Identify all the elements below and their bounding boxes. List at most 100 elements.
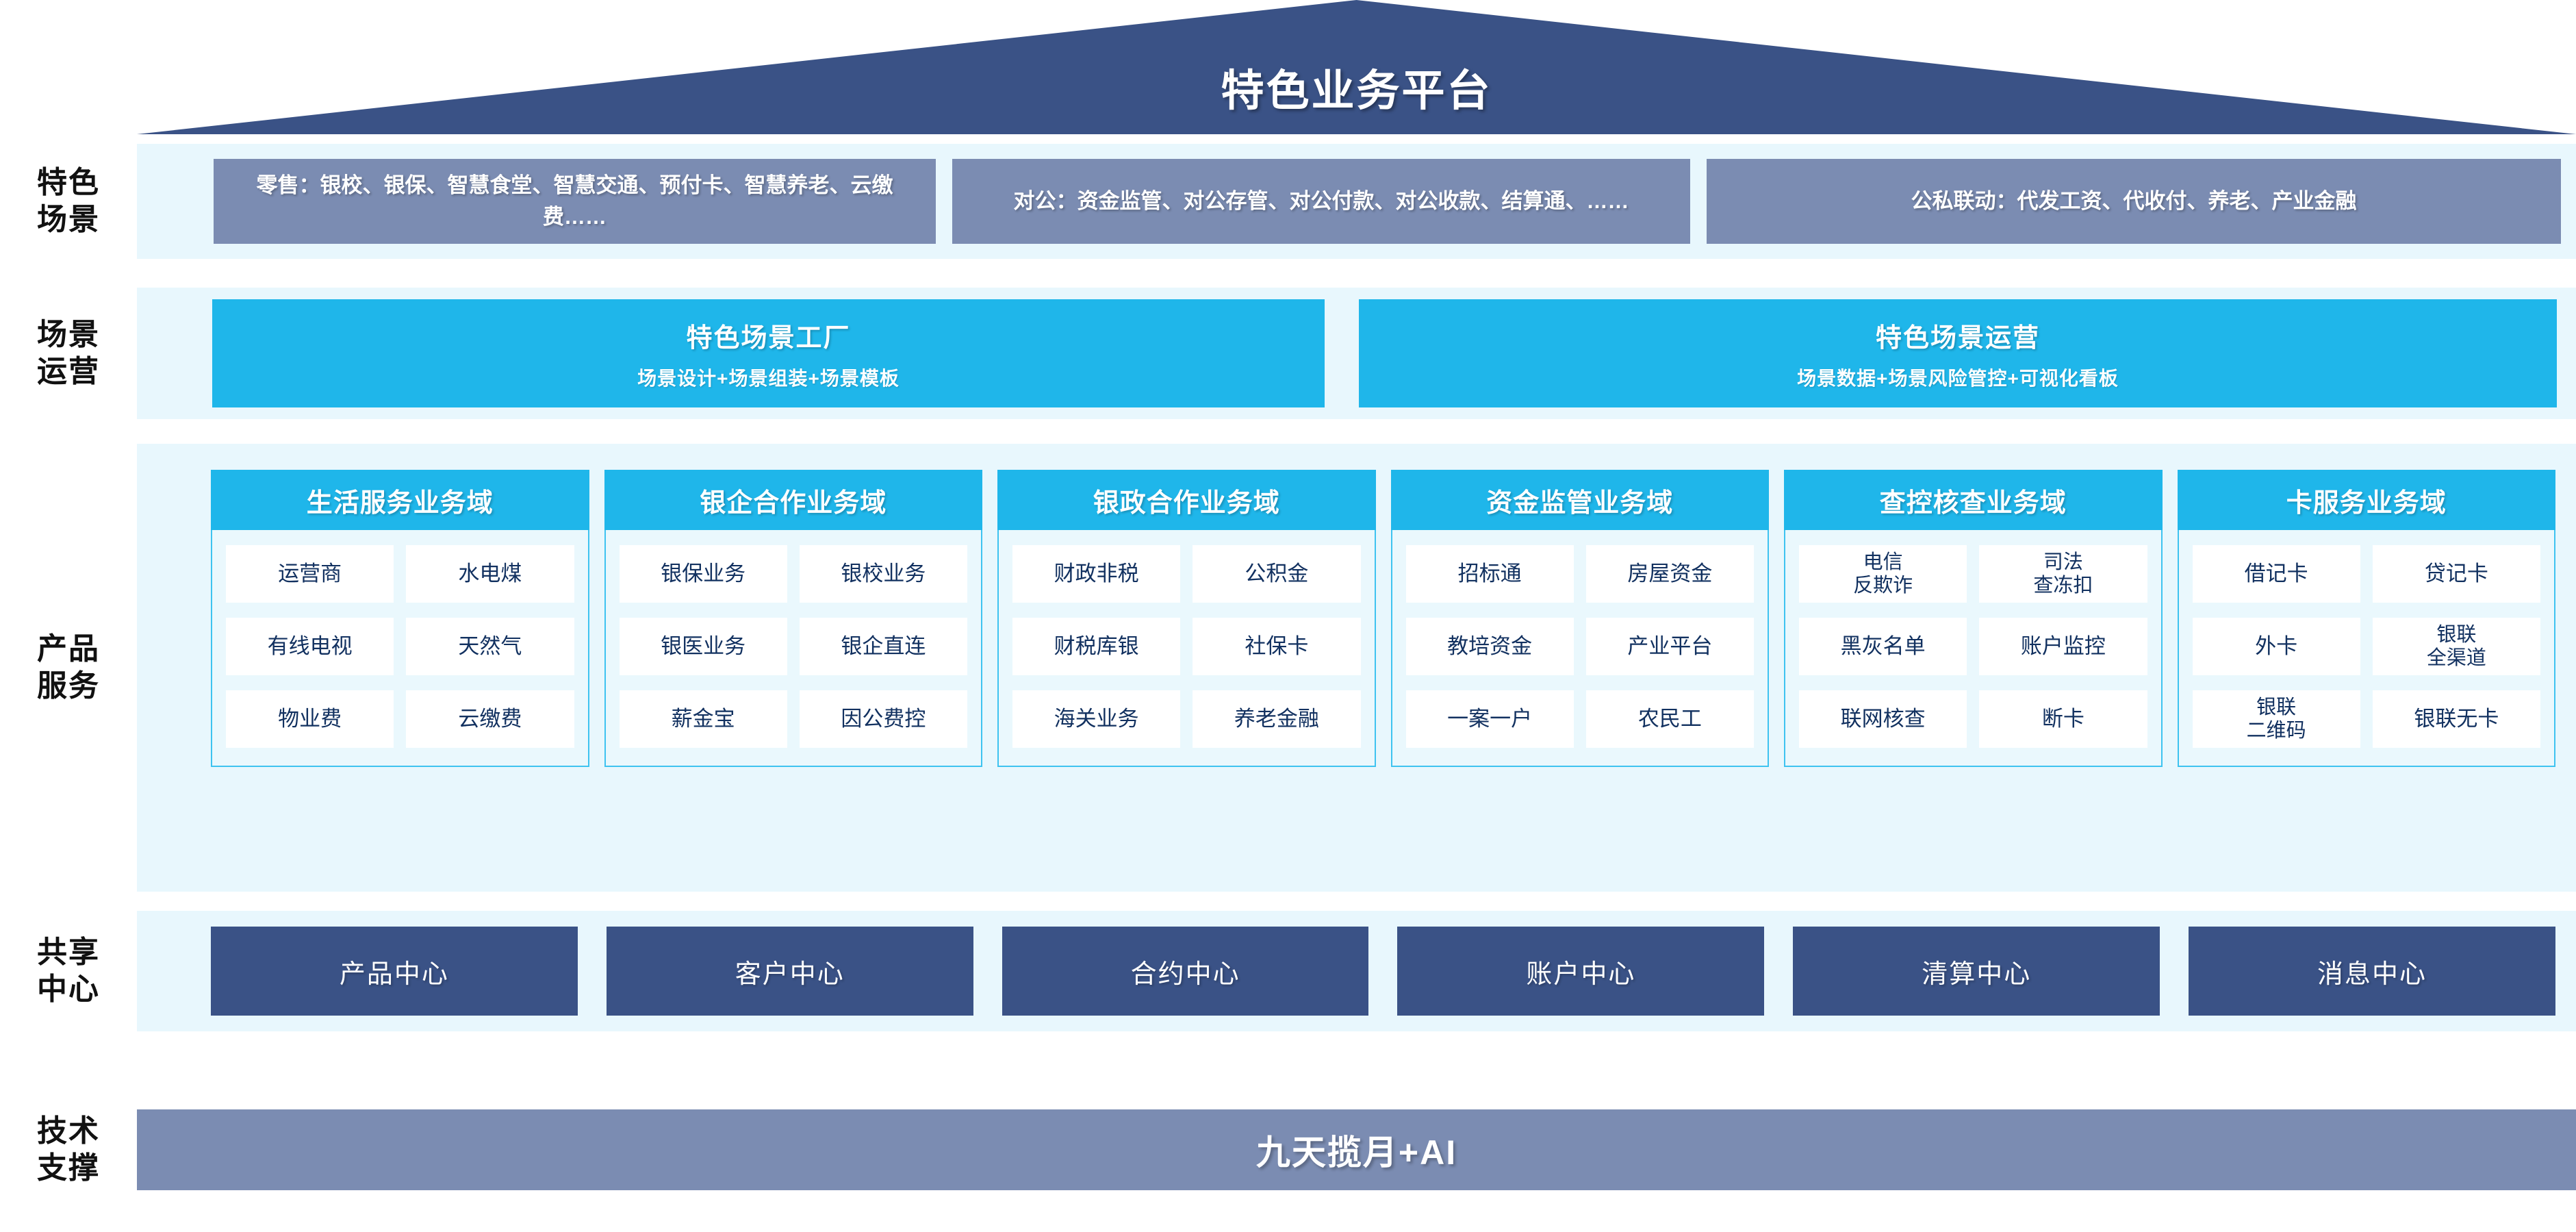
scene-box-retail[interactable]: 零售：银校、银保、智慧食堂、智慧交通、预付卡、智慧养老、云缴费……	[214, 159, 936, 244]
scene-box-public-private-linkage[interactable]: 公私联动：代发工资、代收付、养老、产业金融	[1707, 159, 2561, 244]
product-cell[interactable]: 账户监控	[1979, 618, 2147, 675]
product-cell-row: 教培资金产业平台	[1405, 618, 1754, 675]
ops-box-scene-factory-subtitle: 场景设计+场景组装+场景模板	[637, 367, 900, 389]
product-domain-body: 银保业务银校业务银医业务银企直连薪金宝因公费控	[604, 530, 982, 767]
product-cell[interactable]: 司法查冻扣	[1979, 545, 2147, 603]
shared-center-box[interactable]: 清算中心	[1793, 927, 2160, 1016]
product-cell[interactable]: 水电煤	[406, 545, 574, 603]
product-cell[interactable]: 财税库银	[1012, 618, 1181, 675]
product-cell[interactable]: 银联全渠道	[2372, 618, 2540, 675]
product-cell[interactable]: 物业费	[226, 690, 394, 748]
product-domain-title[interactable]: 查控核查业务域	[1784, 470, 2163, 530]
row-label-tech-line2: 支撑	[37, 1151, 100, 1185]
product-cell-row: 银联二维码银联无卡	[2192, 690, 2540, 748]
product-domain-title[interactable]: 资金监管业务域	[1390, 470, 1769, 530]
product-cell[interactable]: 银联无卡	[2372, 690, 2540, 748]
product-cell-row: 运营商水电煤	[226, 545, 574, 603]
product-cell[interactable]: 公积金	[1193, 545, 1361, 603]
product-cell[interactable]: 银校业务	[799, 545, 967, 603]
product-cell[interactable]: 银联二维码	[2192, 690, 2360, 748]
row-label-scene-line1: 特色	[37, 166, 100, 200]
product-cell[interactable]: 云缴费	[406, 690, 574, 748]
product-cell[interactable]: 运营商	[226, 545, 394, 603]
product-cell-row: 物业费云缴费	[226, 690, 574, 748]
shared-center-box[interactable]: 合约中心	[1002, 927, 1369, 1016]
product-domain-title[interactable]: 银企合作业务域	[604, 470, 982, 530]
product-domain-body: 借记卡贷记卡外卡银联全渠道银联二维码银联无卡	[2177, 530, 2555, 767]
product-cell[interactable]: 天然气	[406, 618, 574, 675]
row-label-operation-line1: 场景	[37, 318, 100, 352]
ops-box-scene-operation[interactable]: 特色场景运营 场景数据+场景风险管控+可视化看板	[1359, 299, 2557, 407]
scene-row-band: 零售：银校、银保、智慧食堂、智慧交通、预付卡、智慧养老、云缴费…… 对公：资金监…	[137, 144, 2576, 259]
product-domain-body: 招标通房屋资金教培资金产业平台一案一户农民工	[1390, 530, 1769, 767]
product-cell[interactable]: 财政非税	[1012, 545, 1181, 603]
product-cell[interactable]: 有线电视	[226, 618, 394, 675]
product-domain: 资金监管业务域招标通房屋资金教培资金产业平台一案一户农民工	[1390, 470, 1769, 767]
product-cell[interactable]: 产业平台	[1585, 618, 1754, 675]
product-cell[interactable]: 养老金融	[1193, 690, 1361, 748]
product-domain-body: 财政非税公积金财税库银社保卡海关业务养老金融	[997, 530, 1376, 767]
product-cell-row: 薪金宝因公费控	[619, 690, 967, 748]
product-domain: 生活服务业务域运营商水电煤有线电视天然气物业费云缴费	[211, 470, 589, 767]
product-cell-row: 有线电视天然气	[226, 618, 574, 675]
product-row-band: 生活服务业务域运营商水电煤有线电视天然气物业费云缴费银企合作业务域银保业务银校业…	[137, 444, 2576, 892]
product-cell-row: 黑灰名单账户监控	[1799, 618, 2147, 675]
scene-box-corporate[interactable]: 对公：资金监管、对公存管、对公付款、对公收款、结算通、……	[952, 159, 1690, 244]
product-cell[interactable]: 贷记卡	[2372, 545, 2540, 603]
shared-center-box[interactable]: 账户中心	[1397, 927, 1765, 1016]
row-label-product: 产品 服务	[0, 444, 137, 892]
product-cell[interactable]: 联网核查	[1799, 690, 1967, 748]
shared-center-box[interactable]: 产品中心	[211, 927, 578, 1016]
product-domain-title[interactable]: 生活服务业务域	[211, 470, 589, 530]
product-cell[interactable]: 借记卡	[2192, 545, 2360, 603]
product-cell[interactable]: 银保业务	[619, 545, 787, 603]
product-cell-row: 海关业务养老金融	[1012, 690, 1361, 748]
product-cell[interactable]: 因公费控	[799, 690, 967, 748]
product-cell[interactable]: 社保卡	[1193, 618, 1361, 675]
product-cell-row: 外卡银联全渠道	[2192, 618, 2540, 675]
product-cell[interactable]: 黑灰名单	[1799, 618, 1967, 675]
product-cell[interactable]: 银医业务	[619, 618, 787, 675]
ops-box-scene-factory[interactable]: 特色场景工厂 场景设计+场景组装+场景模板	[212, 299, 1325, 407]
product-domain: 银政合作业务域财政非税公积金财税库银社保卡海关业务养老金融	[997, 470, 1376, 767]
row-label-operation-line2: 运营	[37, 355, 100, 388]
product-cell[interactable]: 薪金宝	[619, 690, 787, 748]
product-cell-row: 财政非税公积金	[1012, 545, 1361, 603]
row-label-shared-center: 共享 中心	[0, 911, 137, 1031]
operation-row-band: 特色场景工厂 场景设计+场景组装+场景模板 特色场景运营 场景数据+场景风险管控…	[137, 288, 2576, 419]
ops-box-scene-operation-title: 特色场景运营	[1875, 323, 2040, 353]
product-cell[interactable]: 外卡	[2192, 618, 2360, 675]
ops-box-scene-factory-title: 特色场景工厂	[686, 323, 851, 353]
product-cell-row: 银医业务银企直连	[619, 618, 967, 675]
product-cell[interactable]: 教培资金	[1405, 618, 1574, 675]
product-cell[interactable]: 一案一户	[1405, 690, 1574, 748]
shared-center-box[interactable]: 消息中心	[2189, 927, 2555, 1016]
product-cell[interactable]: 房屋资金	[1585, 545, 1754, 603]
row-label-scene-line2: 场景	[37, 203, 100, 236]
ops-box-scene-operation-subtitle: 场景数据+场景风险管控+可视化看板	[1797, 367, 2119, 389]
row-label-tech-line1: 技术	[37, 1114, 100, 1148]
shared-center-box[interactable]: 客户中心	[606, 927, 973, 1016]
product-cell[interactable]: 农民工	[1585, 690, 1754, 748]
product-cell-row: 联网核查断卡	[1799, 690, 2147, 748]
shared-center-row-band: 产品中心客户中心合约中心账户中心清算中心消息中心	[137, 911, 2576, 1031]
product-domain-title[interactable]: 银政合作业务域	[997, 470, 1376, 530]
row-label-product-line2: 服务	[37, 669, 100, 703]
product-domain-body: 运营商水电煤有线电视天然气物业费云缴费	[211, 530, 589, 767]
product-cell[interactable]: 断卡	[1979, 690, 2147, 748]
product-domain-title[interactable]: 卡服务业务域	[2177, 470, 2555, 530]
platform-roof: 特色业务平台	[137, 0, 2576, 134]
tech-support-label: 九天揽月+AI	[1255, 1133, 1457, 1172]
row-label-shared-line2: 中心	[37, 972, 100, 1006]
product-cell[interactable]: 电信反欺诈	[1799, 545, 1967, 603]
row-label-shared-line1: 共享	[37, 935, 100, 970]
tech-support-row-band: 九天揽月+AI	[137, 1109, 2576, 1190]
product-cell[interactable]: 海关业务	[1012, 690, 1181, 748]
product-cell-row: 财税库银社保卡	[1012, 618, 1361, 675]
row-label-operation: 场景 运营	[0, 288, 137, 419]
product-cell[interactable]: 招标通	[1405, 545, 1574, 603]
product-cell[interactable]: 银企直连	[799, 618, 967, 675]
row-label-scene: 特色 场景	[0, 144, 137, 259]
product-cell-row: 一案一户农民工	[1405, 690, 1754, 748]
